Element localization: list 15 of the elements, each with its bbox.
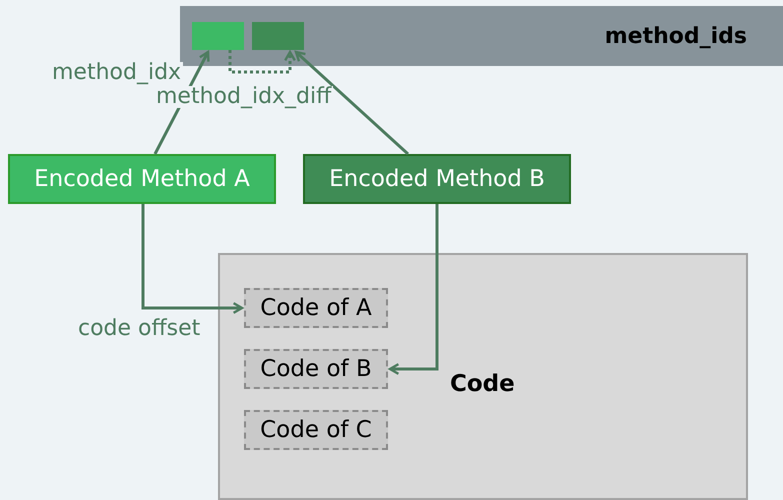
- code-box: Code of B: [244, 349, 388, 389]
- bar-title: method_ids: [604, 22, 747, 50]
- header-bar: [180, 6, 783, 66]
- id-square: [192, 22, 244, 50]
- code-region: [218, 253, 748, 500]
- code-box: Code of C: [244, 410, 388, 450]
- arrow: [228, 50, 296, 74]
- code-box: Code of A: [244, 288, 388, 328]
- arrow: [294, 50, 410, 156]
- arrow: [388, 204, 438, 375]
- arrow: [142, 204, 244, 314]
- method-box: Encoded Method B: [303, 154, 571, 204]
- id-square: [252, 22, 304, 50]
- method-box: Encoded Method A: [8, 154, 276, 204]
- region-title: Code: [450, 370, 515, 399]
